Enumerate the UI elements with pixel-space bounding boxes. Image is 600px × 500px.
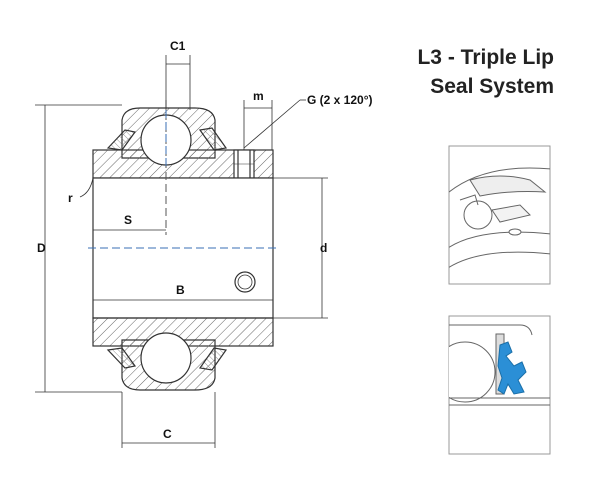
title-line-2: Seal System (430, 75, 554, 98)
dim-g-label: G (2 x 120°) (307, 93, 373, 107)
dim-d-bore-label: d (320, 241, 327, 255)
seal-left-top (106, 129, 137, 151)
dim-b-label: B (176, 283, 185, 297)
dim-s-label: S (124, 213, 132, 227)
dim-c-label: C (163, 427, 172, 441)
dimension-lines (35, 55, 328, 448)
section-view (92, 107, 274, 391)
seal-lip-profile (497, 341, 527, 395)
seal-left-bottom (106, 347, 137, 369)
seal-right-bottom (198, 347, 228, 371)
detail-view-seal (448, 315, 551, 455)
dim-d-outer-label: D (37, 241, 46, 255)
title-line-1: L3 - Triple Lip (417, 46, 554, 69)
ball-bottom (140, 332, 192, 384)
detail-view-3d (448, 145, 551, 285)
dim-m-label: m (253, 89, 264, 103)
center-lines (88, 100, 280, 249)
dim-c1-label: C1 (170, 39, 186, 53)
bore (92, 177, 274, 319)
seal-right-top (198, 127, 228, 151)
dim-r-label: r (68, 191, 73, 205)
